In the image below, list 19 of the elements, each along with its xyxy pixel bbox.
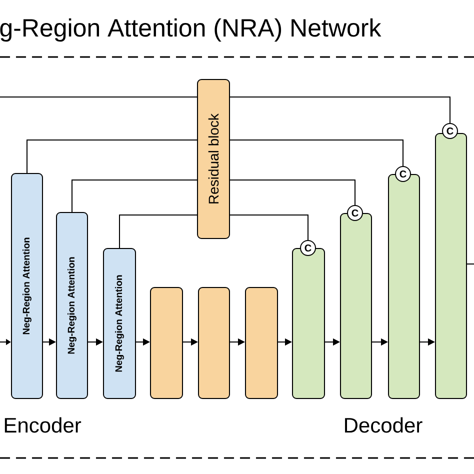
connector-line bbox=[0, 96, 198, 98]
attention-block: Neg-Region Attention bbox=[11, 173, 43, 399]
conv-block bbox=[245, 287, 278, 399]
connector-line bbox=[230, 140, 404, 166]
decoder-block bbox=[435, 133, 467, 399]
title: g-Region Attention (NRA) Network bbox=[0, 18, 382, 42]
conv-block bbox=[150, 287, 183, 399]
connector-line bbox=[72, 180, 198, 212]
connector-line bbox=[230, 96, 450, 124]
attention-block: Neg-Region Attention bbox=[56, 212, 88, 399]
residual-block: Residual block bbox=[197, 79, 230, 239]
connector-line bbox=[119, 214, 198, 248]
conv-block bbox=[198, 287, 230, 399]
attention-block: Neg-Region Attention bbox=[103, 248, 136, 399]
connector-line bbox=[26, 140, 198, 174]
connector-line bbox=[230, 180, 356, 206]
section-label: Decoder bbox=[345, 417, 422, 433]
section-label: Encoder bbox=[4, 417, 82, 433]
connector-line bbox=[230, 214, 308, 240]
